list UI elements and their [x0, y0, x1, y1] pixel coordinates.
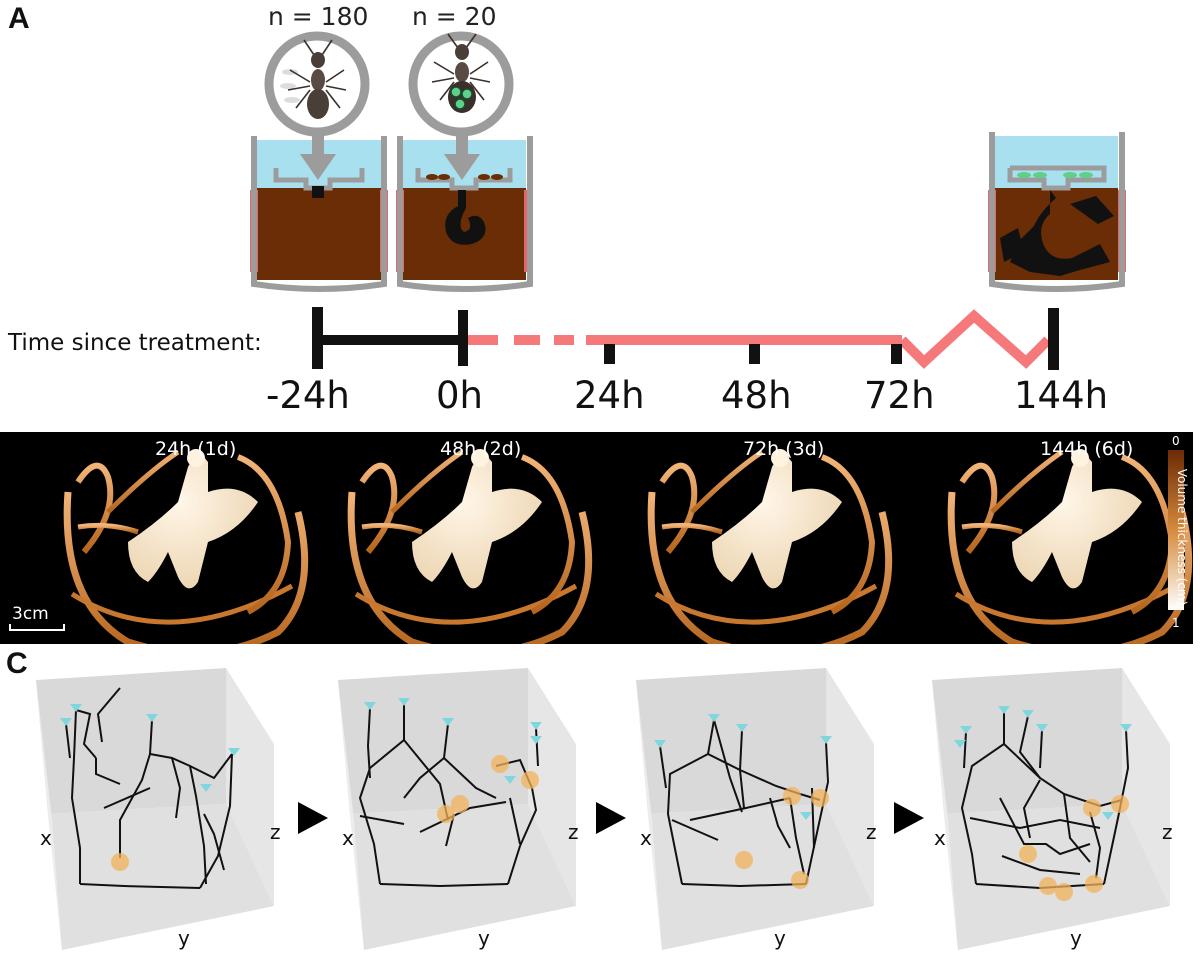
colorbar — [1168, 450, 1184, 610]
timeline — [312, 307, 1059, 370]
network-graph-48h — [338, 668, 576, 950]
graph1-axis-z: z — [270, 820, 281, 844]
network-graph-144h — [932, 668, 1170, 950]
nest-treated-0h — [396, 128, 533, 292]
ant-badge-treated — [408, 31, 514, 137]
time-label-24h: 24h (1d) — [155, 438, 237, 460]
graph4-axis-y: y — [1070, 926, 1082, 950]
tick-144h: 144h — [1014, 374, 1109, 417]
graph3-axis-z: z — [866, 820, 877, 844]
nest-144h — [988, 132, 1126, 292]
group1-n-label: n = 180 — [268, 2, 369, 31]
tick-minus-24h: -24h — [266, 374, 350, 417]
progression-arrow-2 — [596, 802, 626, 834]
time-since-treatment-label: Time since treatment: — [8, 330, 262, 356]
panel-letter-a: A — [8, 2, 30, 35]
graph3-axis-x: x — [640, 826, 652, 850]
network-graph-24h — [36, 668, 274, 950]
ct-scan-72h — [651, 449, 889, 644]
panel-letter-c: C — [6, 647, 28, 680]
tunnel-network-graphs — [36, 668, 1170, 950]
ant-icon — [287, 39, 347, 109]
colorbar-label: Volume thickness (cm) — [1175, 468, 1189, 606]
panel-a-illustration — [250, 31, 1126, 370]
graph1-axis-x: x — [40, 826, 52, 850]
group2-n-label: n = 20 — [412, 2, 497, 31]
progression-arrow-3 — [894, 802, 924, 834]
graph2-axis-y: y — [478, 926, 490, 950]
scale-bar — [9, 624, 65, 631]
graph2-axis-x: x — [342, 826, 354, 850]
graph1-axis-y: y — [178, 926, 190, 950]
graph4-axis-x: x — [934, 826, 946, 850]
colorbar-max: 1 — [1172, 616, 1180, 630]
nest-untreated — [250, 128, 388, 292]
ct-scan-renderings — [9, 432, 1193, 644]
tick-48h: 48h — [721, 374, 792, 417]
graph2-axis-z: z — [568, 820, 579, 844]
network-graph-72h — [636, 668, 874, 950]
tick-72h: 72h — [864, 374, 935, 417]
time-label-72h: 72h (3d) — [743, 438, 825, 460]
graph3-axis-y: y — [774, 926, 786, 950]
tick-0h: 0h — [436, 374, 483, 417]
scale-bar-label: 3cm — [12, 604, 49, 624]
graph4-axis-z: z — [1162, 820, 1173, 844]
ct-scan-48h — [351, 449, 589, 644]
ct-scan-panel: 24h (1d) 48h (2d) 72h (3d) 144h (6d) 3cm… — [0, 432, 1193, 644]
time-label-48h: 48h (2d) — [440, 438, 522, 460]
time-label-144h: 144h (6d) — [1040, 438, 1134, 460]
colorbar-min: 0 — [1172, 434, 1180, 448]
ant-badge-untreated — [264, 31, 370, 137]
progression-arrow-1 — [298, 802, 328, 834]
ct-scan-24h — [67, 449, 305, 644]
ant-icon — [431, 33, 491, 101]
ct-scan-144h — [951, 449, 1189, 644]
tick-24h: 24h — [574, 374, 645, 417]
